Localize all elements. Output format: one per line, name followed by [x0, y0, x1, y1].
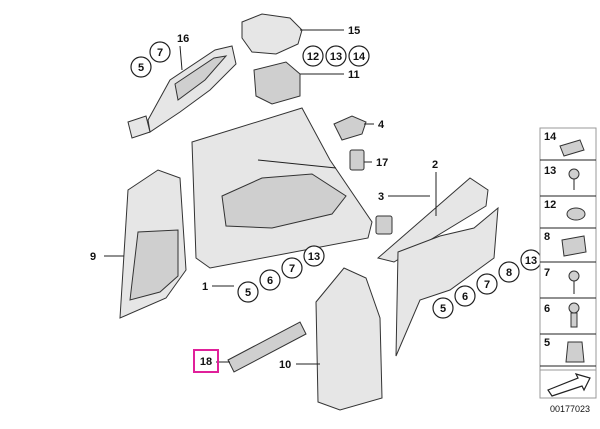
svg-text:13: 13	[525, 255, 537, 267]
svg-text:5: 5	[245, 287, 251, 299]
part-4-latch[interactable]	[333, 115, 367, 141]
next-page-arrow-button[interactable]	[539, 369, 597, 399]
svg-text:5: 5	[440, 303, 446, 315]
part-18-strap[interactable]	[227, 321, 307, 373]
label-17: 17	[376, 157, 388, 169]
svg-text:14: 14	[544, 131, 557, 143]
svg-text:5: 5	[544, 337, 550, 349]
screw-icon	[568, 168, 580, 180]
svg-text:8: 8	[506, 267, 512, 279]
legend-item-13[interactable]: 13	[544, 165, 580, 190]
part-11-bracket[interactable]	[253, 61, 301, 105]
ref-circle-1-13[interactable]: 13	[303, 245, 325, 267]
ref-circle-16-7[interactable]: 7	[149, 41, 171, 63]
svg-text:7: 7	[544, 267, 550, 279]
label-2: 2	[432, 159, 438, 171]
legend-item-5[interactable]: 5	[544, 337, 585, 363]
screw-icon	[568, 270, 580, 282]
legend-item-14[interactable]: 14	[544, 131, 585, 157]
svg-text:5: 5	[138, 62, 144, 74]
legend-item-8[interactable]: 8	[544, 231, 587, 257]
svg-text:7: 7	[157, 47, 163, 59]
svg-text:13: 13	[308, 251, 320, 263]
ref-circle-1-6[interactable]: 6	[259, 269, 281, 291]
ref-circle-1-5[interactable]: 5	[237, 281, 259, 303]
ref-circle-15-14[interactable]: 14	[348, 45, 370, 67]
nut-icon	[565, 341, 585, 363]
label-10: 10	[279, 359, 291, 371]
clip-nut-icon	[559, 139, 585, 157]
legend-item-12[interactable]: 12	[544, 199, 586, 221]
label-11: 11	[348, 69, 360, 81]
label-4: 4	[378, 119, 385, 131]
part-1-side-panel[interactable]	[191, 107, 373, 269]
ref-circle-15-12[interactable]: 12	[302, 45, 324, 67]
label-18[interactable]: 18	[200, 356, 212, 368]
label-3: 3	[378, 191, 384, 203]
expanding-rivet-icon	[568, 302, 580, 314]
leader-17-a	[257, 159, 337, 169]
highlight-box-18	[193, 349, 219, 373]
part-10-lower-panel[interactable]	[315, 267, 383, 411]
part-9-frame[interactable]	[119, 169, 187, 319]
svg-text:12: 12	[307, 51, 319, 63]
spring-nut-icon	[561, 235, 587, 257]
ref-circle-1-7[interactable]: 7	[281, 257, 303, 279]
part-3-clip[interactable]	[375, 215, 393, 235]
label-1: 1	[202, 281, 208, 293]
part-2-side-rail[interactable]	[376, 177, 499, 357]
svg-text:8: 8	[544, 231, 550, 243]
label-16: 16	[177, 33, 189, 45]
ref-circle-2-13[interactable]: 13	[520, 249, 542, 271]
grommet-icon	[566, 207, 586, 221]
ref-circle-2-8[interactable]: 8	[498, 261, 520, 283]
diagram-id: 00177023	[550, 404, 590, 414]
ref-circle-16-5[interactable]: 5	[130, 56, 152, 78]
arrow-icon	[547, 373, 591, 397]
ref-circle-15-13[interactable]: 13	[325, 45, 347, 67]
legend-item-6[interactable]: 6	[544, 302, 580, 328]
label-9: 9	[90, 251, 96, 263]
ref-circle-2-5[interactable]: 5	[432, 297, 454, 319]
label-15: 15	[348, 25, 360, 37]
svg-text:14: 14	[353, 51, 366, 63]
ref-circle-2-7[interactable]: 7	[476, 273, 498, 295]
svg-text:6: 6	[267, 275, 273, 287]
leader-16	[179, 45, 183, 71]
svg-text:6: 6	[462, 291, 468, 303]
ref-circle-2-6[interactable]: 6	[454, 285, 476, 307]
svg-text:13: 13	[544, 165, 556, 177]
svg-text:7: 7	[289, 263, 295, 275]
part-16-trim-strip[interactable]	[127, 45, 237, 139]
svg-text:13: 13	[330, 51, 342, 63]
svg-text:7: 7	[484, 279, 490, 291]
part-15-cover[interactable]	[241, 13, 303, 55]
legend-item-7[interactable]: 7	[544, 267, 580, 294]
svg-text:6: 6	[544, 303, 550, 315]
part-17-clip[interactable]	[349, 149, 365, 171]
svg-text:12: 12	[544, 199, 556, 211]
